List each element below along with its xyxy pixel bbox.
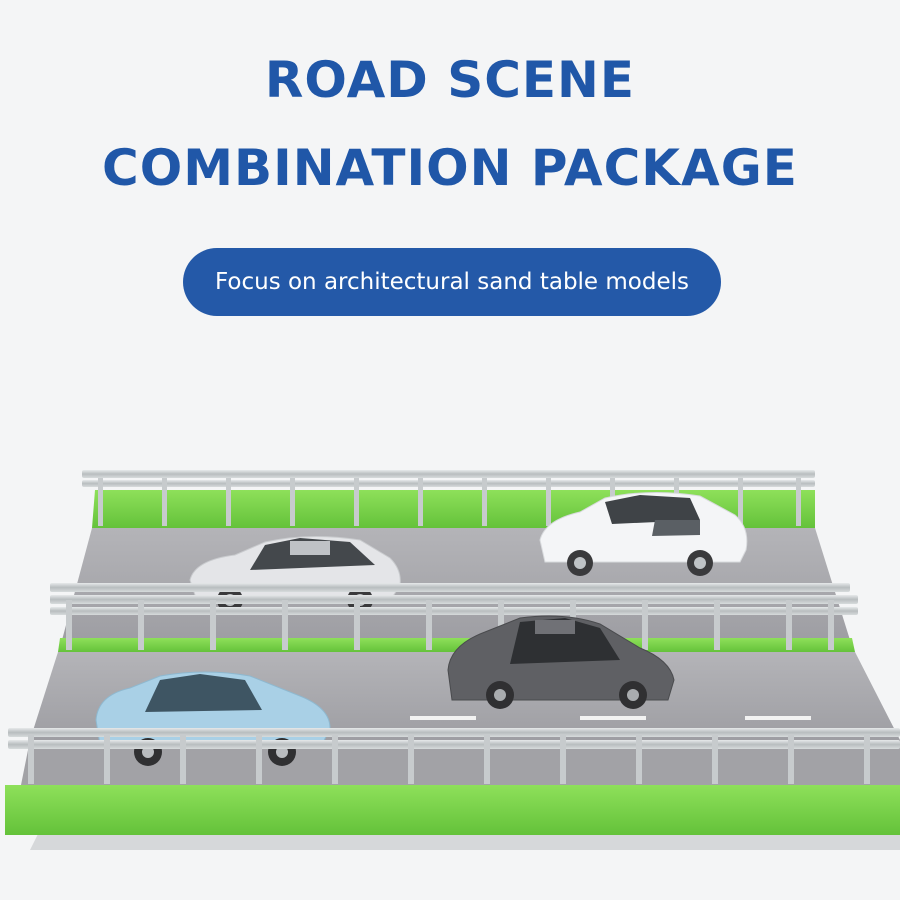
road-front-edge: [20, 740, 900, 790]
title-line-2: COMBINATION PACKAGE: [102, 139, 798, 197]
guardrail-front: [8, 728, 900, 784]
grass-strip-middle: [58, 638, 855, 652]
toy-car-silver: [189, 535, 401, 613]
tagline-badge: Focus on architectural sand table models: [183, 248, 721, 316]
toy-car-white: [539, 491, 748, 576]
tagline-text: Focus on architectural sand table models: [214, 269, 689, 295]
guardrail-middle: [50, 583, 858, 650]
toy-car-light-blue: [95, 671, 331, 766]
grass-strip-front: [5, 785, 900, 835]
title-line-1: ROAD SCENE: [264, 51, 636, 109]
toy-car-dark-gray: [447, 615, 675, 709]
